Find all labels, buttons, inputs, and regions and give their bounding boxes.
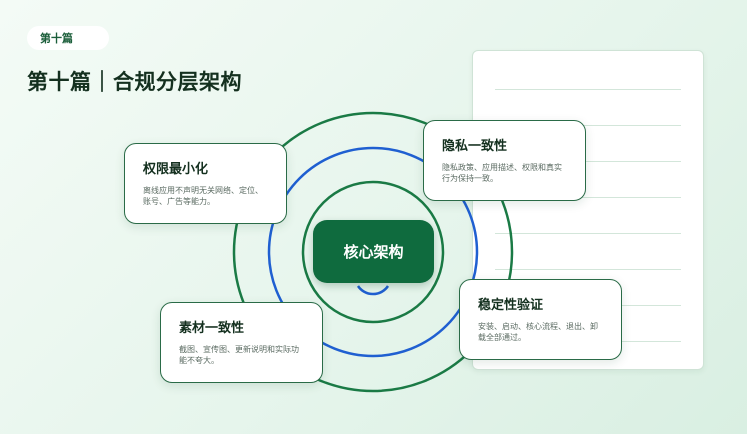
card-description: 截图、宣传图、更新说明和实际功能不夸大。 [179, 345, 299, 365]
document-line [495, 197, 681, 198]
card-title: 稳定性验证 [478, 298, 544, 313]
chapter-badge: 第十篇 [27, 26, 109, 50]
card-title: 隐私一致性 [442, 139, 508, 154]
core-accent-arc [356, 285, 390, 296]
card-description: 安装、启动、核心流程、退出、卸载全部通过。 [478, 322, 598, 342]
inner-ring [301, 180, 445, 324]
card-title: 素材一致性 [179, 321, 245, 336]
document-line [495, 233, 681, 234]
card-description: 隐私政策、应用描述、权限和真实行为保持一致。 [442, 163, 562, 183]
card-stability: 稳定性验证 安装、启动、核心流程、退出、卸载全部通过。 [459, 279, 622, 360]
card-permission: 权限最小化 离线应用不声明无关网络、定位、账号、广告等能力。 [124, 143, 287, 224]
page-title: 第十篇｜合规分层架构 [27, 70, 242, 94]
card-privacy: 隐私一致性 隐私政策、应用描述、权限和真实行为保持一致。 [423, 120, 586, 201]
document-line [495, 269, 681, 270]
card-title: 权限最小化 [143, 162, 209, 177]
core-node: 核心架构 [313, 220, 434, 283]
document-line [495, 125, 681, 126]
card-description: 离线应用不声明无关网络、定位、账号、广告等能力。 [143, 186, 263, 206]
document-line [495, 89, 681, 90]
card-material: 素材一致性 截图、宣传图、更新说明和实际功能不夸大。 [160, 302, 323, 383]
document-line [495, 161, 681, 162]
middle-ring [267, 146, 479, 358]
outer-ring [232, 111, 514, 393]
